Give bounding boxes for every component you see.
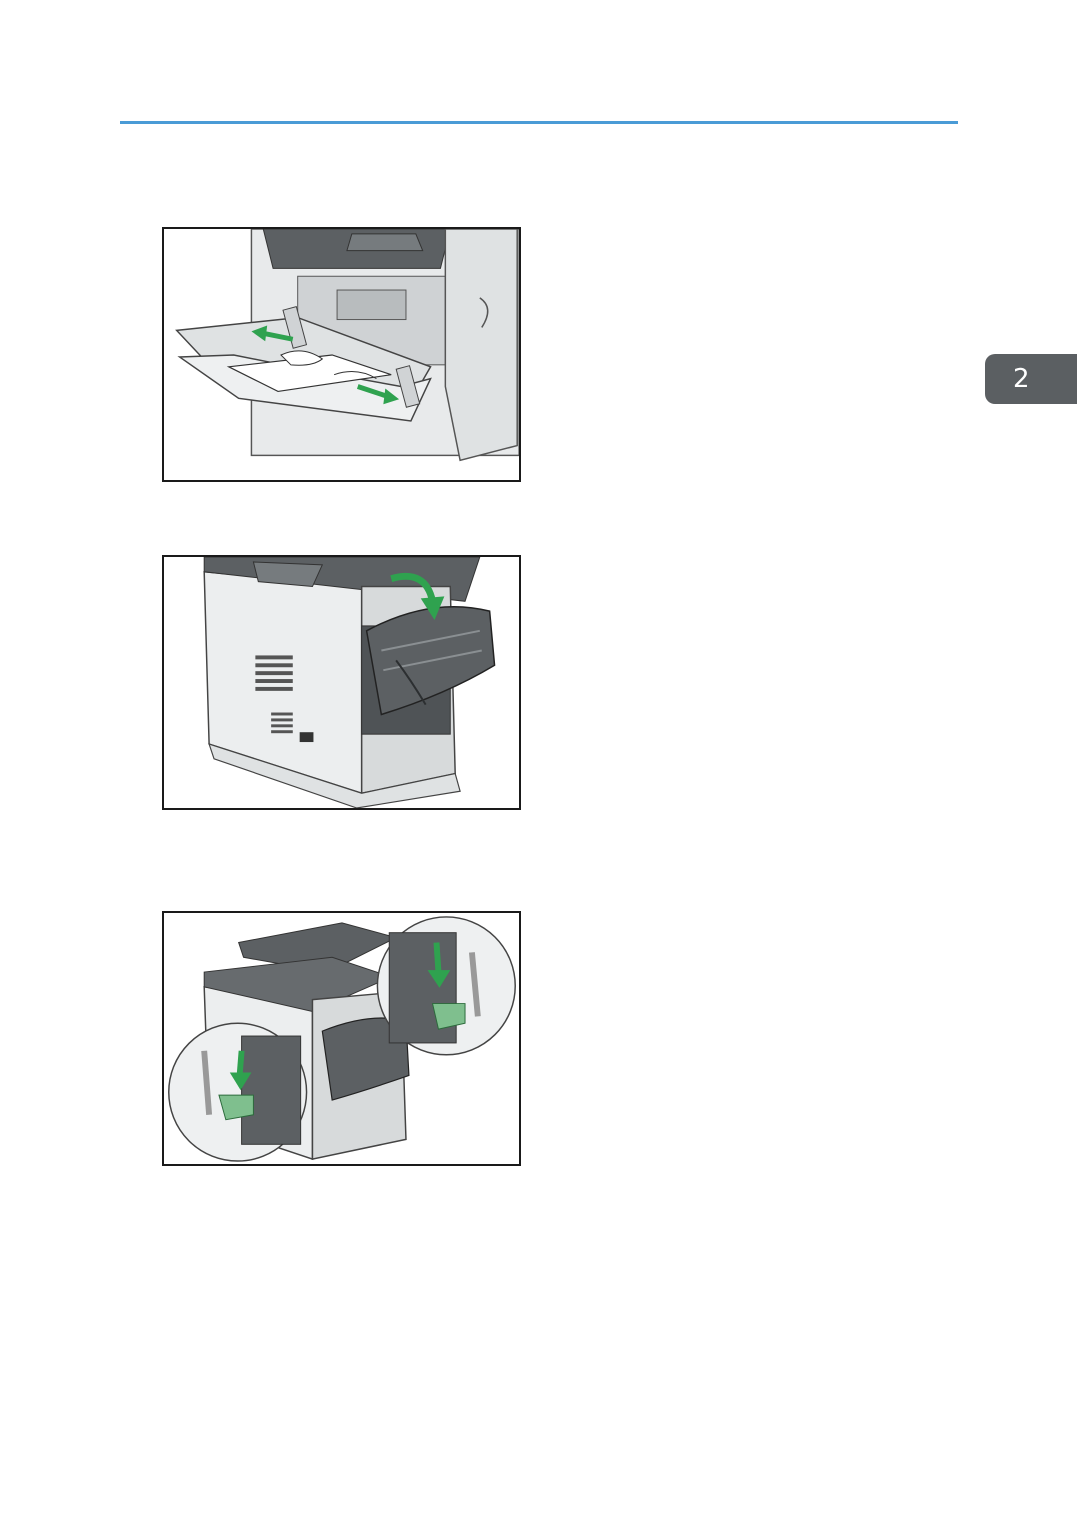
figure-bypass-tray <box>162 227 521 482</box>
chapter-number: 2 <box>1013 364 1030 394</box>
fusing-levers-illustration <box>168 916 516 1162</box>
chapter-tab[interactable]: 2 <box>985 354 1077 404</box>
header-rule <box>120 121 958 124</box>
figure-rear-cover <box>162 555 521 810</box>
rear-cover-illustration <box>203 557 496 808</box>
figure-fusing-levers <box>162 911 521 1166</box>
bypass-tray-illustration <box>175 229 519 462</box>
vent-grille <box>255 655 293 734</box>
